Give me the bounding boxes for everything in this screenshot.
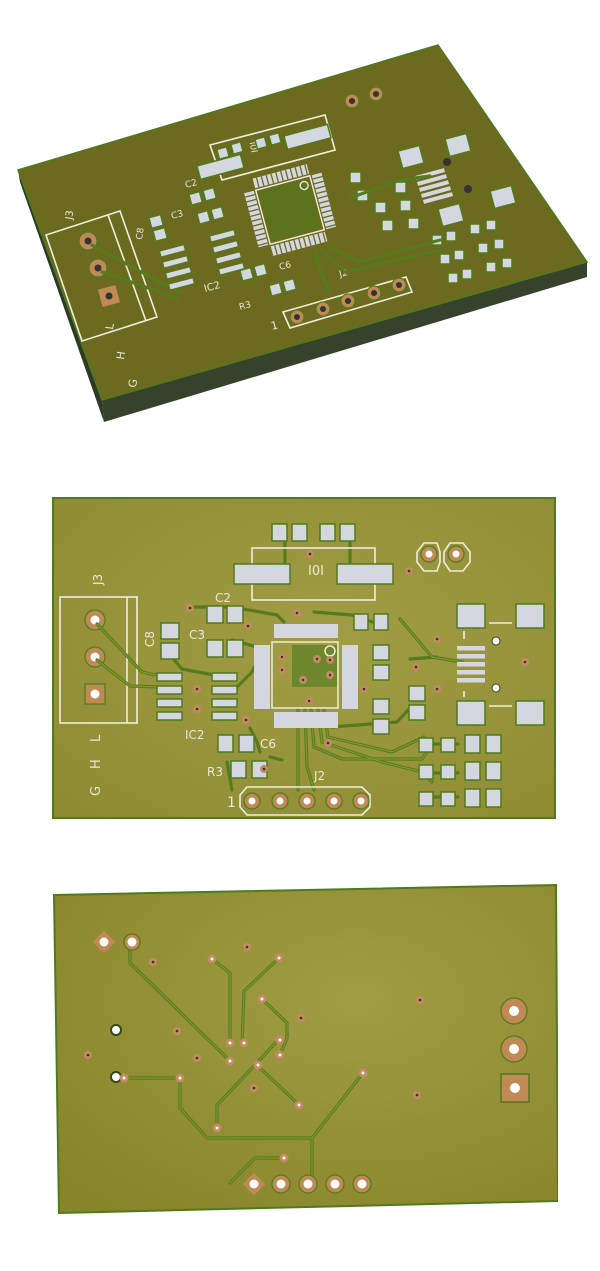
label-c8: C8	[143, 631, 157, 647]
label-j2: J2	[313, 769, 325, 783]
label-ic2: IC2	[203, 280, 222, 295]
pcb-3d-view: J3 L H G C8 IC2 C2 C3	[0, 30, 600, 430]
label-c2: C2	[215, 591, 231, 605]
label-h: H	[114, 350, 128, 360]
label-g: G	[126, 378, 140, 388]
label-j2: J2	[337, 268, 349, 280]
label-g: G	[89, 786, 104, 796]
label-pin1: 1	[227, 795, 236, 811]
label-c6: C6	[278, 260, 292, 273]
mcu-qfp	[254, 624, 358, 728]
label-ic2: IC2	[185, 728, 205, 742]
label-c2: C2	[184, 178, 198, 191]
label-j3: J3	[64, 210, 76, 222]
pcb-top-view: J3 L H G C8	[52, 497, 556, 819]
label-c3: C3	[170, 209, 184, 222]
label-c6: C6	[260, 737, 276, 751]
label-l: L	[89, 734, 104, 742]
board-side	[102, 262, 587, 422]
label-r3: R3	[207, 765, 223, 779]
label-crystal: I0I	[249, 141, 261, 154]
label-c3: C3	[189, 628, 205, 642]
label-crystal: I0I	[308, 564, 324, 579]
label-l: L	[103, 322, 117, 331]
label-r3: R3	[238, 300, 252, 313]
label-h: H	[89, 759, 104, 769]
label-c8: C8	[135, 227, 147, 241]
label-pin1: 1	[269, 319, 279, 333]
label-j3: J3	[91, 574, 105, 586]
pcb-bottom-view	[52, 883, 560, 1215]
